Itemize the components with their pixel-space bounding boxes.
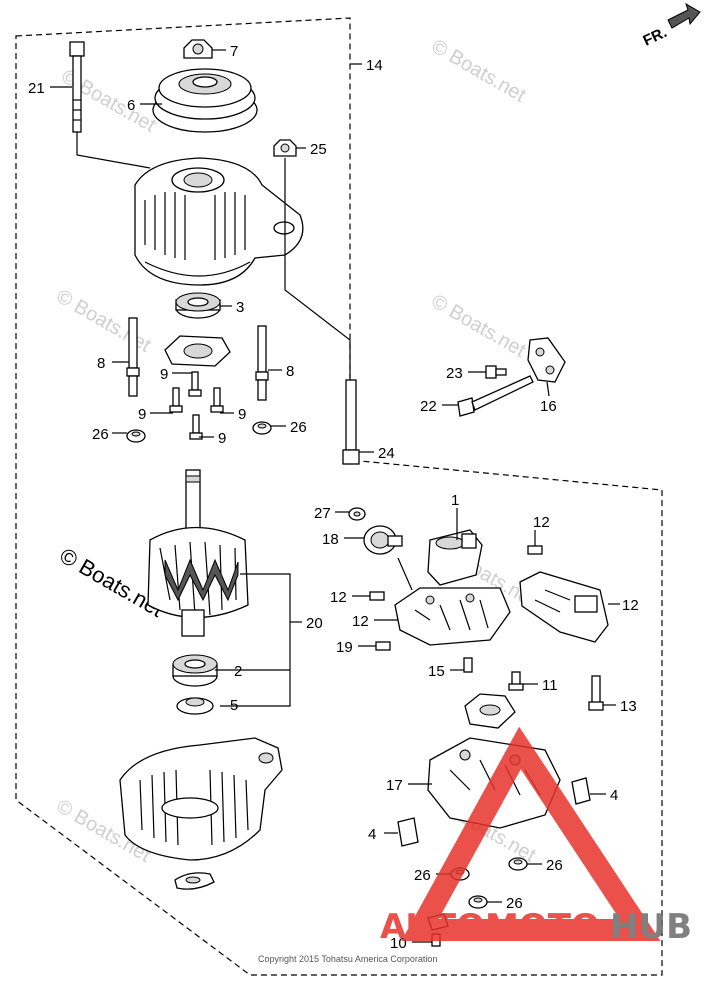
callout-2: 2 — [234, 663, 242, 680]
terminal-18 — [363, 525, 413, 591]
washer-27 — [348, 507, 366, 521]
callout-19: 12 — [352, 613, 369, 630]
bearing-2 — [172, 654, 218, 687]
callout-9-b: 9 — [138, 406, 146, 423]
svg-text:© Boats.net: © Boats.net — [428, 290, 530, 362]
callout-12-c: 19 — [336, 639, 353, 656]
collar-5 — [176, 697, 214, 715]
callout-12-a: 12 — [533, 514, 550, 531]
insulator — [464, 693, 516, 729]
bolt-21 — [69, 41, 85, 133]
callout-24: 24 — [378, 445, 395, 462]
callout-9-a: 9 — [160, 366, 168, 383]
callout-3: 3 — [236, 299, 244, 316]
bearing-3 — [175, 292, 221, 319]
callout-11: 11 — [542, 677, 558, 694]
plate-16 — [527, 337, 566, 383]
callout-6: 6 — [127, 97, 135, 114]
svg-text:© Boats.net: © Boats.net — [428, 35, 530, 107]
callout-21: 21 — [28, 80, 45, 97]
nut-7 — [183, 39, 213, 59]
callout-1: 1 — [451, 492, 459, 509]
callout-16: 16 — [540, 398, 557, 415]
callout-23: 23 — [446, 365, 463, 382]
svg-text:© Boats.net: © Boats.net — [53, 285, 155, 357]
assembly-outline — [15, 17, 663, 976]
callout-26-a: 26 — [92, 426, 109, 443]
clip-4-left — [397, 817, 419, 847]
callout-8-left: 8 — [97, 355, 105, 372]
rear-housing — [119, 737, 283, 861]
screws-9 — [169, 371, 224, 440]
screw-11 — [508, 671, 524, 691]
brush-holder-20 — [519, 571, 609, 643]
logo-text-auto: AUTOMOTO — [380, 907, 600, 947]
callout-18: 18 — [322, 531, 339, 548]
callout-17: 17 — [386, 777, 403, 794]
callout-26-b: 26 — [290, 419, 307, 436]
callout-20: 12 — [622, 597, 639, 614]
nut-26-left — [126, 429, 146, 443]
callout-4-right: 4 — [610, 787, 618, 804]
callout-26-c: 26 — [414, 867, 431, 884]
copyright-text: Copyright 2015 Tohatsu America Corporati… — [258, 954, 437, 964]
nut-26-right — [252, 421, 272, 435]
screw-13 — [588, 675, 604, 711]
callout-5: 5 — [230, 697, 238, 714]
callout-15: 20 — [306, 615, 323, 632]
retainer-plate — [164, 335, 231, 367]
rotor-15 — [147, 469, 249, 637]
regulator-1 — [427, 529, 483, 586]
callout-26-d: 26 — [546, 857, 563, 874]
callout-9-d: 9 — [218, 430, 226, 447]
stud-bolt-8-left — [126, 317, 140, 397]
callout-22: 22 — [420, 398, 437, 415]
front-direction-arrow: FR. — [641, 2, 701, 50]
rear-seal — [174, 872, 215, 890]
callout-12-b: 12 — [330, 589, 347, 606]
bolt-24 — [342, 379, 360, 465]
callout-26-e: 26 — [506, 895, 523, 912]
callout-4-left: 4 — [368, 826, 376, 843]
pulley-6 — [152, 68, 258, 133]
bolt-22 — [457, 375, 534, 417]
logo-text-hub: HUB — [610, 907, 692, 947]
callout-9-c: 9 — [238, 406, 246, 423]
callout-27: 27 — [314, 505, 331, 522]
callout-14: 14 — [366, 57, 383, 74]
callout-8-right: 8 — [286, 363, 294, 380]
callouts: 7 14 21 6 25 3 8 8 9 9 9 9 26 26 23 22 1… — [28, 43, 639, 952]
bolt-23 — [485, 365, 507, 379]
nut-25 — [273, 139, 297, 157]
clip-4-right — [571, 777, 591, 805]
rectifier-19 — [394, 587, 511, 646]
front-housing — [134, 157, 304, 286]
automotohub-logo: AUTOMOTO HUB — [380, 726, 692, 947]
stud-bolt-8-right — [255, 325, 269, 401]
callout-25: 25 — [310, 141, 327, 158]
callout-7: 7 — [230, 43, 238, 60]
callout-13: 13 — [620, 698, 637, 715]
logo-triangle — [401, 726, 661, 941]
callout-12-d: 15 — [428, 663, 445, 680]
front-label: FR. — [641, 24, 670, 50]
